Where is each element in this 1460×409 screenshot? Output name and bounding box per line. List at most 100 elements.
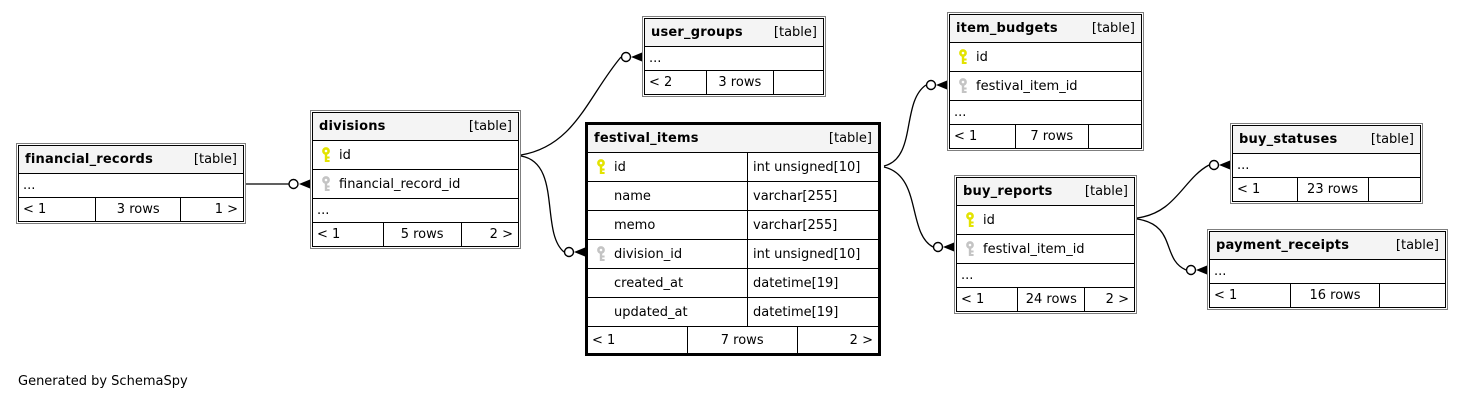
table-item_budgets[interactable]: item_budgets [table] id (947, 12, 1144, 151)
table-header[interactable]: divisions [table] (313, 113, 518, 141)
children-count (773, 71, 823, 94)
row-count: 5 rows (382, 223, 461, 246)
row-count: 16 rows (1289, 284, 1379, 307)
table-footer: < 1 7 rows 2 > (588, 327, 878, 353)
table-name[interactable]: festival_items (594, 131, 699, 146)
edge-festival_items-item_budgets (883, 79, 947, 167)
column-row[interactable]: division_id int unsigned[10] (588, 240, 878, 269)
row-count: 3 rows (705, 71, 774, 94)
table-header[interactable]: financial_records [table] (19, 146, 243, 174)
table-buy_statuses[interactable]: buy_statuses [table] ... < 1 23 rows (1230, 123, 1423, 204)
table-footer: < 1 3 rows 1 > (19, 198, 243, 221)
column-row[interactable]: updated_at datetime[19] (588, 298, 878, 327)
ellipsis-row: ... (957, 264, 1134, 288)
table-name[interactable]: buy_reports (963, 184, 1053, 199)
parents-count: < 2 (649, 75, 673, 90)
row-count: 7 rows (686, 327, 797, 353)
column-name: id (983, 212, 995, 228)
column-row[interactable]: memo varchar[255] (588, 211, 878, 240)
row-count: 24 rows (1017, 288, 1084, 311)
ellipsis-row: ... (313, 199, 518, 223)
table-badge: [table] (1395, 238, 1439, 253)
column-type: datetime[19] (747, 298, 878, 326)
table-badge: [table] (773, 25, 817, 40)
table-badge: [table] (828, 131, 872, 146)
table-header[interactable]: item_budgets [table] (950, 15, 1141, 43)
column-row[interactable]: id (313, 141, 518, 170)
row-count: 23 rows (1296, 178, 1368, 201)
parents-count: < 1 (954, 129, 978, 144)
primary-key-icon (966, 212, 974, 227)
parents-count: < 1 (1214, 288, 1238, 303)
ellipsis-row: ... (1233, 154, 1420, 178)
table-badge: [table] (468, 119, 512, 134)
edge-festival_items-buy_reports (883, 166, 954, 253)
table-name[interactable]: payment_receipts (1216, 238, 1350, 253)
table-header[interactable]: festival_items [table] (588, 125, 878, 153)
row-count: 7 rows (1014, 125, 1088, 148)
table-name[interactable]: user_groups (651, 25, 743, 40)
column-row[interactable]: name varchar[255] (588, 182, 878, 211)
column-name: created_at (614, 275, 684, 291)
table-header[interactable]: buy_reports [table] (957, 178, 1134, 206)
children-count: 1 > (180, 198, 243, 221)
ellipsis-row: ... (1210, 260, 1445, 284)
column-name: id (339, 147, 351, 163)
row-count: 3 rows (95, 198, 180, 221)
edge-buy_reports-buy_statuses (1136, 159, 1230, 219)
foreign-key-icon (322, 176, 330, 191)
table-name[interactable]: buy_statuses (1239, 132, 1338, 147)
children-count: 2 > (460, 223, 518, 246)
edge-buy_reports-payment_receipts (1136, 218, 1207, 276)
column-type: varchar[255] (747, 211, 878, 239)
column-row[interactable]: festival_item_id (950, 72, 1141, 101)
column-row[interactable]: id int unsigned[10] (588, 153, 878, 182)
column-row[interactable]: festival_item_id (957, 235, 1134, 264)
column-row[interactable]: financial_record_id (313, 170, 518, 199)
table-divisions[interactable]: divisions [table] id (310, 110, 521, 249)
table-badge: [table] (1370, 132, 1414, 147)
column-name: name (614, 188, 651, 204)
children-count (1367, 178, 1420, 201)
children-count (1379, 284, 1445, 307)
table-payment_receipts[interactable]: payment_receipts [table] ... < 1 16 rows (1207, 229, 1448, 310)
table-footer: < 1 5 rows 2 > (313, 223, 518, 246)
ellipsis-row: ... (19, 174, 243, 198)
column-name: festival_item_id (976, 78, 1078, 94)
table-badge: [table] (193, 152, 237, 167)
table-buy_reports[interactable]: buy_reports [table] id (954, 175, 1137, 314)
table-name[interactable]: item_budgets (956, 21, 1058, 36)
column-name: id (614, 159, 626, 175)
table-festival_items[interactable]: festival_items [table] id int unsigned[1… (585, 122, 881, 356)
table-header[interactable]: user_groups [table] (645, 19, 823, 47)
table-header[interactable]: payment_receipts [table] (1210, 232, 1445, 260)
ellipsis-row: ... (950, 101, 1141, 125)
edge-financial_records-divisions (246, 178, 310, 190)
column-type: int unsigned[10] (747, 153, 878, 181)
table-name[interactable]: financial_records (25, 152, 154, 167)
table-badge: [table] (1091, 21, 1135, 36)
column-name: division_id (614, 246, 683, 262)
primary-key-icon (959, 49, 967, 64)
parents-count: < 1 (592, 332, 616, 348)
children-count (1087, 125, 1141, 148)
table-footer: < 1 7 rows (950, 125, 1141, 148)
column-row[interactable]: created_at datetime[19] (588, 269, 878, 298)
table-name[interactable]: divisions (319, 119, 386, 134)
column-name: festival_item_id (983, 241, 1085, 257)
ellipsis-row: ... (645, 47, 823, 71)
table-badge: [table] (1084, 184, 1128, 199)
parents-count: < 1 (1237, 182, 1261, 197)
foreign-key-icon (959, 78, 967, 93)
table-header[interactable]: buy_statuses [table] (1233, 126, 1420, 154)
column-name: memo (614, 217, 656, 233)
primary-key-icon (597, 159, 605, 174)
table-user_groups[interactable]: user_groups [table] ... < 2 3 rows (642, 16, 826, 97)
column-type: varchar[255] (747, 182, 878, 210)
column-row[interactable]: id (950, 43, 1141, 72)
children-count: 2 > (1084, 288, 1134, 311)
column-name: updated_at (614, 304, 688, 320)
edge-divisions-festival_items (520, 155, 585, 258)
column-row[interactable]: id (957, 206, 1134, 235)
table-financial_records[interactable]: financial_records [table] ... < 1 3 rows… (16, 143, 246, 224)
